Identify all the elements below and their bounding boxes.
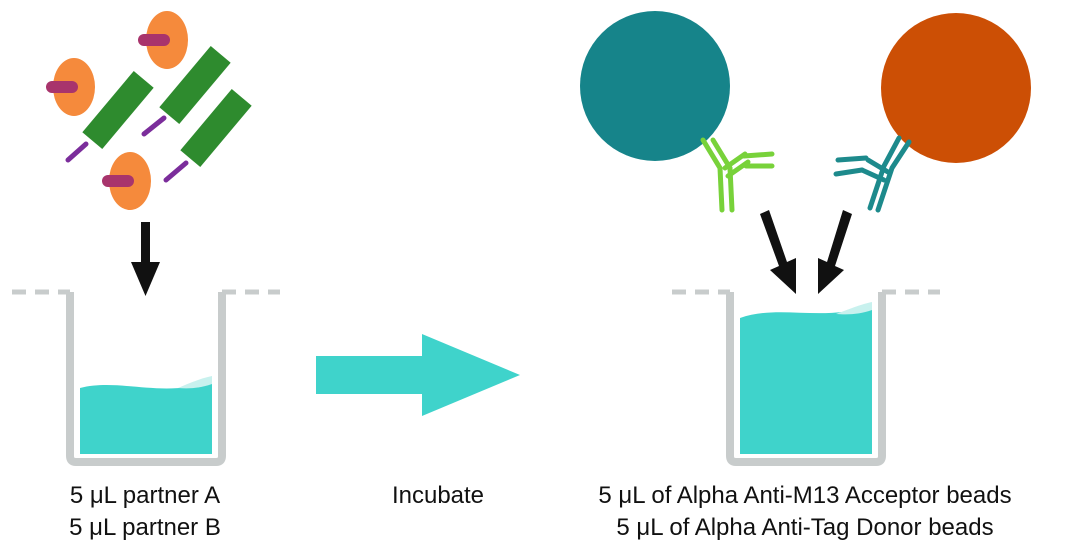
- donor-bead: [881, 13, 1031, 163]
- donor-bead-group: [833, 13, 1031, 213]
- well-2-liquid: [740, 306, 872, 454]
- step-1-line-1: 5 μL partner A: [69, 482, 221, 509]
- acceptor-bead: [580, 11, 730, 161]
- protein-partner-b: [46, 58, 95, 116]
- step-2-line-1: Incubate: [391, 482, 485, 509]
- well-1: [12, 289, 280, 466]
- protein-partner-b: [138, 11, 188, 69]
- acceptor-bead-group: [580, 11, 775, 213]
- anti-tag-antibody: [833, 135, 912, 213]
- step-3-line-2: 5 μL of Alpha Anti-Tag Donor beads: [616, 514, 994, 541]
- protein-partner-b: [102, 152, 151, 210]
- phage-partner-a: [65, 71, 154, 163]
- step-1-caption: 5 μL partner A 5 μL partner B: [0, 480, 290, 544]
- phage-partner-a: [141, 46, 231, 137]
- add-beads-arrows: [760, 210, 852, 294]
- step-2-caption: Incubate: [320, 480, 556, 512]
- well-2: [672, 289, 940, 466]
- incubate-arrow: [316, 334, 520, 416]
- step-1-line-2: 5 μL partner B: [69, 514, 221, 541]
- step-3-line-1: 5 μL of Alpha Anti-M13 Acceptor beads: [598, 482, 1012, 509]
- binding-partners-illustration: [46, 11, 252, 210]
- add-partners-arrow: [131, 222, 160, 296]
- well-1-liquid: [80, 382, 212, 454]
- anti-m13-antibody: [700, 137, 775, 213]
- step-3-caption: 5 μL of Alpha Anti-M13 Acceptor beads 5 …: [530, 480, 1080, 544]
- phage-partner-a: [163, 89, 252, 183]
